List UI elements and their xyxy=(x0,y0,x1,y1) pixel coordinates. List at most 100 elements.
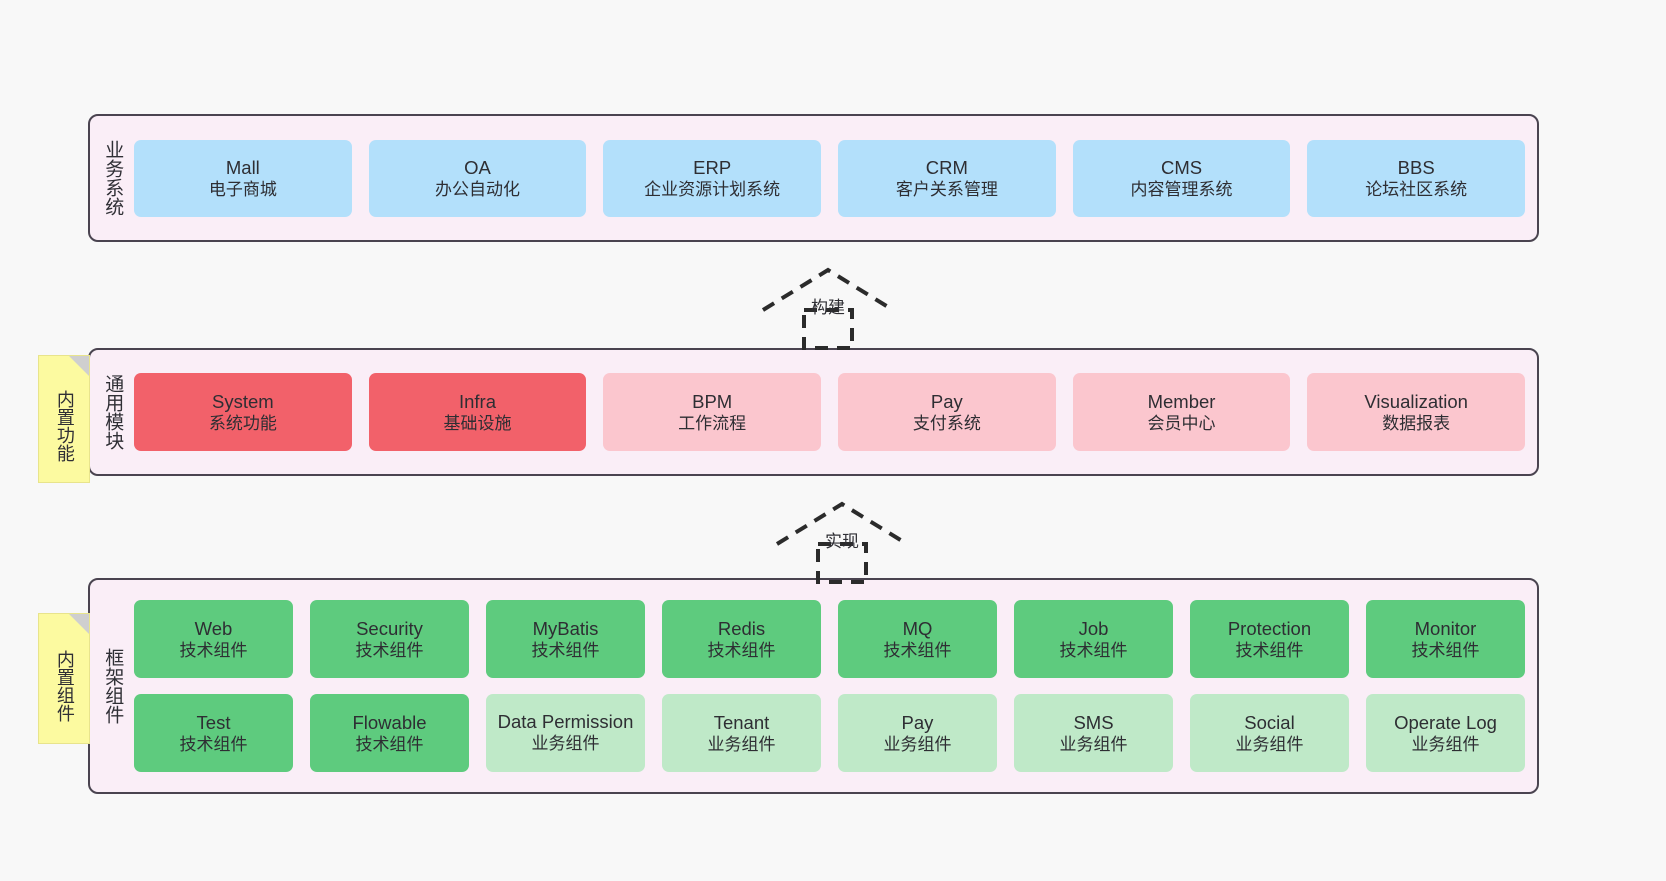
card-system[interactable]: System 系统功能 xyxy=(134,373,352,451)
card-visualization-sub: 数据报表 xyxy=(1382,413,1451,433)
card-redis[interactable]: Redis 技术组件 xyxy=(662,600,821,678)
card-mall[interactable]: Mall 电子商城 xyxy=(134,139,352,217)
card-social-sub: 业务组件 xyxy=(1235,734,1304,754)
framework-rows: Web 技术组件 Security 技术组件 MyBatis 技术组件 Redi… xyxy=(134,586,1525,786)
build-connector-label: 构建 xyxy=(811,298,845,317)
card-pay-component[interactable]: Pay 业务组件 xyxy=(838,694,997,772)
card-system-sub: 系统功能 xyxy=(208,413,277,433)
common-modules-row: System 系统功能 Infra 基础设施 BPM 工作流程 Pay 支付系统… xyxy=(134,373,1526,451)
build-connector: 构建 xyxy=(758,262,908,350)
card-cms-name: CMS xyxy=(1160,156,1203,178)
card-protection-name: Protection xyxy=(1227,617,1312,639)
card-data-permission-sub: 业务组件 xyxy=(531,733,600,753)
card-tenant[interactable]: Tenant 业务组件 xyxy=(662,694,821,772)
note-fold-corner-icon-2 xyxy=(69,614,89,634)
card-pay-module[interactable]: Pay 支付系统 xyxy=(838,373,1056,451)
implement-connector-label: 实现 xyxy=(825,532,859,551)
card-flowable[interactable]: Flowable 技术组件 xyxy=(310,694,469,772)
card-mybatis-name: MyBatis xyxy=(532,617,599,639)
card-oa[interactable]: OA 办公自动化 xyxy=(368,139,587,217)
card-member-sub: 会员中心 xyxy=(1147,413,1216,433)
card-mq[interactable]: MQ 技术组件 xyxy=(838,600,997,678)
implement-shaft xyxy=(816,542,868,584)
card-tenant-sub: 业务组件 xyxy=(707,734,776,754)
card-social[interactable]: Social 业务组件 xyxy=(1190,694,1349,772)
card-flowable-name: Flowable xyxy=(352,711,427,733)
card-test-name: Test xyxy=(196,711,231,733)
card-oa-sub: 办公自动化 xyxy=(435,179,520,199)
builtin-components-note-label: 内置组件 xyxy=(54,649,75,722)
card-erp-name: ERP xyxy=(693,156,732,178)
card-mq-name: MQ xyxy=(902,617,933,639)
card-protection-sub: 技术组件 xyxy=(1235,640,1304,660)
card-monitor[interactable]: Monitor 技术组件 xyxy=(1366,600,1525,678)
card-member[interactable]: Member 会员中心 xyxy=(1072,373,1291,451)
card-operate-log-sub: 业务组件 xyxy=(1411,734,1480,754)
card-job-sub: 技术组件 xyxy=(1059,640,1128,660)
note-fold-corner-icon xyxy=(69,356,89,376)
card-security-name: Security xyxy=(356,617,423,639)
card-security[interactable]: Security 技术组件 xyxy=(310,600,469,678)
card-operate-log-name: Operate Log xyxy=(1394,711,1497,733)
card-bbs-name: BBS xyxy=(1397,156,1435,178)
layer-body-business-systems: Mall 电子商城 OA 办公自动化 ERP 企业资源计划系统 CRM 客户关系… xyxy=(134,116,1537,240)
card-mall-sub: 电子商城 xyxy=(208,179,277,199)
card-crm-sub: 客户关系管理 xyxy=(895,179,998,199)
card-web-name: Web xyxy=(194,617,233,639)
card-operate-log[interactable]: Operate Log 业务组件 xyxy=(1366,694,1525,772)
card-mybatis[interactable]: MyBatis 技术组件 xyxy=(486,600,645,678)
card-bpm-sub: 工作流程 xyxy=(678,413,747,433)
card-social-name: Social xyxy=(1244,711,1295,733)
layer-title-framework-components: 框架组件 xyxy=(102,648,124,724)
implement-arrowhead xyxy=(775,501,909,546)
card-crm-name: CRM xyxy=(925,156,968,178)
card-data-permission[interactable]: Data Permission 业务组件 xyxy=(486,694,645,772)
build-arrowhead xyxy=(761,267,895,312)
card-cms[interactable]: CMS 内容管理系统 xyxy=(1072,139,1291,217)
card-test[interactable]: Test 技术组件 xyxy=(134,694,293,772)
layer-title-common-modules: 通用模块 xyxy=(102,374,124,450)
card-flowable-sub: 技术组件 xyxy=(355,734,424,754)
card-erp[interactable]: ERP 企业资源计划系统 xyxy=(603,139,822,217)
card-sms[interactable]: SMS 业务组件 xyxy=(1014,694,1173,772)
card-mq-sub: 技术组件 xyxy=(883,640,952,660)
card-redis-sub: 技术组件 xyxy=(707,640,776,660)
card-monitor-sub: 技术组件 xyxy=(1411,640,1480,660)
builtin-features-note-label: 内置功能 xyxy=(54,390,75,462)
card-cms-sub: 内容管理系统 xyxy=(1130,179,1233,199)
card-redis-name: Redis xyxy=(717,617,766,639)
layer-title-business-systems: 业务系统 xyxy=(102,140,124,216)
card-oa-name: OA xyxy=(464,156,491,178)
card-erp-sub: 企业资源计划系统 xyxy=(644,179,781,199)
card-infra[interactable]: Infra 基础设施 xyxy=(368,373,587,451)
card-data-permission-name: Data Permission xyxy=(497,710,634,732)
card-pay-component-name: Pay xyxy=(901,711,934,733)
card-bbs[interactable]: BBS 论坛社区系统 xyxy=(1307,139,1526,217)
layer-body-common-modules: System 系统功能 Infra 基础设施 BPM 工作流程 Pay 支付系统… xyxy=(134,350,1537,474)
card-job[interactable]: Job 技术组件 xyxy=(1014,600,1173,678)
framework-tech-row: Web 技术组件 Security 技术组件 MyBatis 技术组件 Redi… xyxy=(134,600,1525,678)
card-visualization[interactable]: Visualization 数据报表 xyxy=(1307,373,1526,451)
builtin-components-note: 内置组件 xyxy=(38,613,90,744)
card-bbs-sub: 论坛社区系统 xyxy=(1365,179,1468,199)
card-pay-module-name: Pay xyxy=(930,390,963,412)
card-bpm[interactable]: BPM 工作流程 xyxy=(603,373,822,451)
business-systems-row: Mall 电子商城 OA 办公自动化 ERP 企业资源计划系统 CRM 客户关系… xyxy=(134,139,1526,217)
card-web-sub: 技术组件 xyxy=(179,640,248,660)
card-mall-name: Mall xyxy=(225,156,260,178)
layer-body-framework-components: Web 技术组件 Security 技术组件 MyBatis 技术组件 Redi… xyxy=(134,580,1537,792)
card-test-sub: 技术组件 xyxy=(179,734,248,754)
layer-business-systems: 业务系统 Mall 电子商城 OA 办公自动化 ERP 企业资源计划系统 CRM… xyxy=(88,114,1539,242)
card-security-sub: 技术组件 xyxy=(355,640,424,660)
card-bpm-name: BPM xyxy=(692,390,733,412)
card-pay-module-sub: 支付系统 xyxy=(912,413,981,433)
framework-business-row: Test 技术组件 Flowable 技术组件 Data Permission … xyxy=(134,694,1525,772)
card-sms-name: SMS xyxy=(1073,711,1114,733)
card-infra-name: Infra xyxy=(458,390,497,412)
card-system-name: System xyxy=(211,390,274,412)
card-protection[interactable]: Protection 技术组件 xyxy=(1190,600,1349,678)
card-crm[interactable]: CRM 客户关系管理 xyxy=(838,139,1056,217)
card-infra-sub: 基础设施 xyxy=(443,413,512,433)
card-web[interactable]: Web 技术组件 xyxy=(134,600,293,678)
